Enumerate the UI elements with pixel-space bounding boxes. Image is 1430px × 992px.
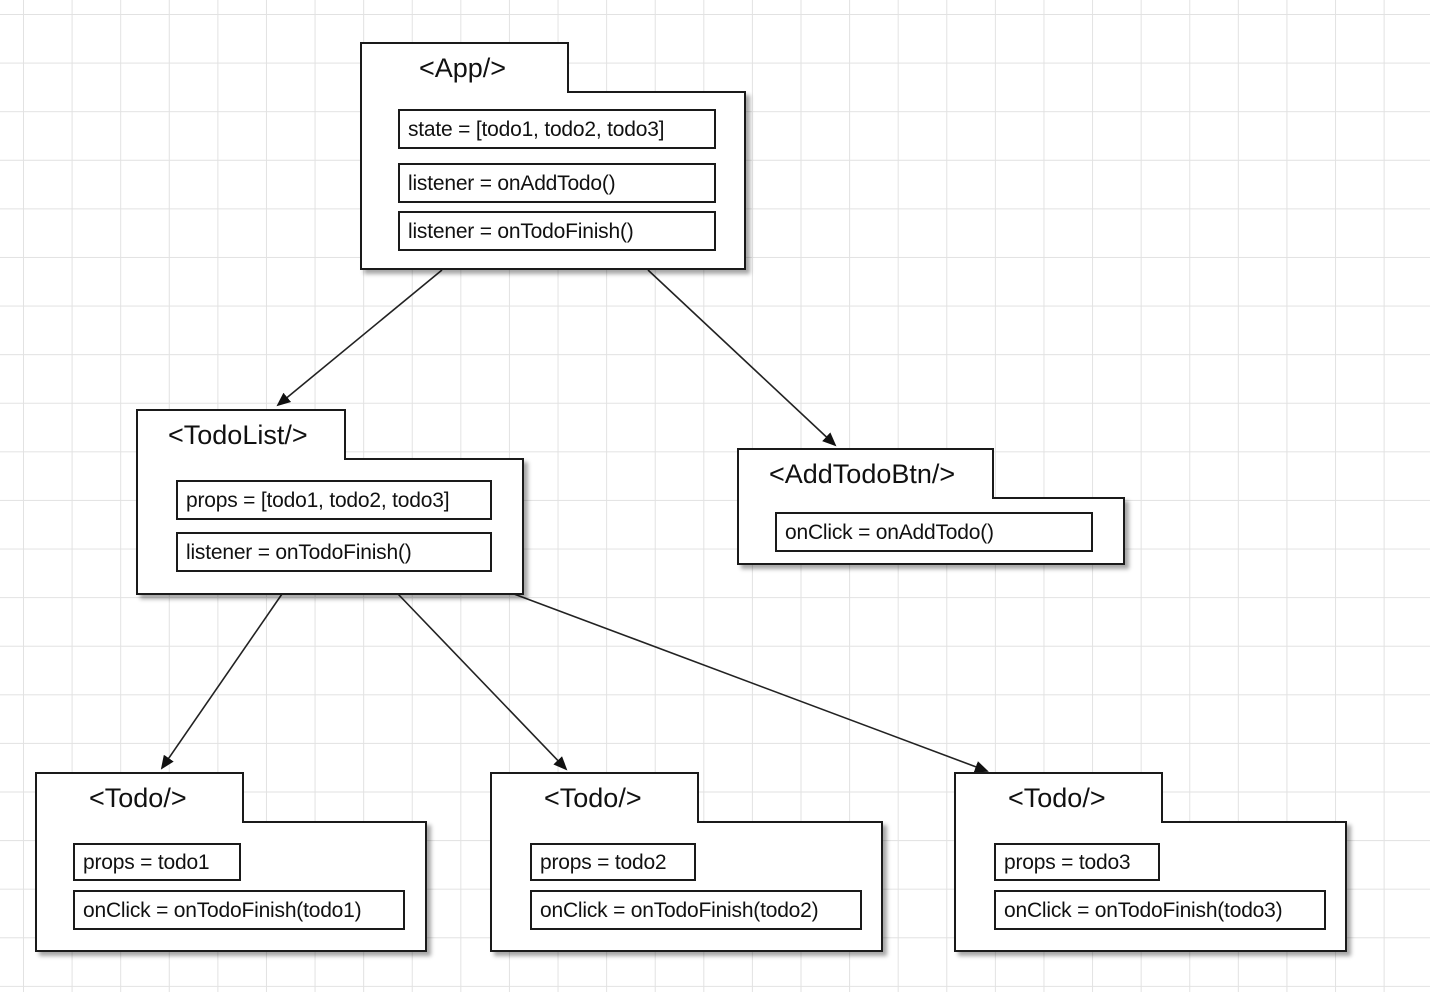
addtodobtn-onclick-field: onClick = onAddTodo() bbox=[775, 512, 1093, 552]
edge-app-to-addtodobtn bbox=[647, 269, 837, 447]
edge-todolist-to-todo2 bbox=[397, 593, 568, 771]
todolist-component-body: props = [todo1, todo2, todo3] listener =… bbox=[136, 458, 524, 595]
todolist-listener-field: listener = onTodoFinish() bbox=[176, 532, 492, 572]
todolist-props-field: props = [todo1, todo2, todo3] bbox=[176, 480, 492, 520]
todo-component-body-1: props = todo1 onClick = onTodoFinish(tod… bbox=[35, 821, 427, 952]
todo-component-title-2: <Todo/> bbox=[490, 772, 699, 823]
todo-component-title-3: <Todo/> bbox=[954, 772, 1163, 823]
addtodobtn-component-title: <AddTodoBtn/> bbox=[737, 448, 994, 499]
app-component-title: <App/> bbox=[360, 42, 569, 93]
app-component-body: state = [todo1, todo2, todo3] listener =… bbox=[360, 91, 746, 270]
edge-app-to-todolist bbox=[276, 269, 443, 407]
edge-todolist-to-todo1 bbox=[160, 593, 283, 770]
app-state-field: state = [todo1, todo2, todo3] bbox=[398, 109, 716, 149]
todo1-onclick-field: onClick = onTodoFinish(todo1) bbox=[73, 890, 405, 930]
todo-component-node-1[interactable]: <Todo/> props = todo1 onClick = onTodoFi… bbox=[35, 772, 427, 952]
edge-todolist-to-todo3 bbox=[513, 593, 989, 773]
addtodobtn-component-node[interactable]: <AddTodoBtn/> onClick = onAddTodo() bbox=[737, 448, 1125, 565]
todo3-props-field: props = todo3 bbox=[994, 843, 1160, 881]
todolist-component-node[interactable]: <TodoList/> props = [todo1, todo2, todo3… bbox=[136, 409, 524, 595]
todo2-props-field: props = todo2 bbox=[530, 843, 696, 881]
app-listener-finish-field: listener = onTodoFinish() bbox=[398, 211, 716, 251]
todo-component-node-3[interactable]: <Todo/> props = todo3 onClick = onTodoFi… bbox=[954, 772, 1347, 952]
todo-component-node-2[interactable]: <Todo/> props = todo2 onClick = onTodoFi… bbox=[490, 772, 883, 952]
todo-component-title-1: <Todo/> bbox=[35, 772, 244, 823]
todo2-onclick-field: onClick = onTodoFinish(todo2) bbox=[530, 890, 862, 930]
todo1-props-field: props = todo1 bbox=[73, 843, 241, 881]
app-component-node[interactable]: <App/> state = [todo1, todo2, todo3] lis… bbox=[360, 42, 746, 270]
app-listener-add-field: listener = onAddTodo() bbox=[398, 163, 716, 203]
todo-component-body-3: props = todo3 onClick = onTodoFinish(tod… bbox=[954, 821, 1347, 952]
todo3-onclick-field: onClick = onTodoFinish(todo3) bbox=[994, 890, 1326, 930]
todo-component-body-2: props = todo2 onClick = onTodoFinish(tod… bbox=[490, 821, 883, 952]
todolist-component-title: <TodoList/> bbox=[136, 409, 346, 460]
addtodobtn-component-body: onClick = onAddTodo() bbox=[737, 497, 1125, 565]
